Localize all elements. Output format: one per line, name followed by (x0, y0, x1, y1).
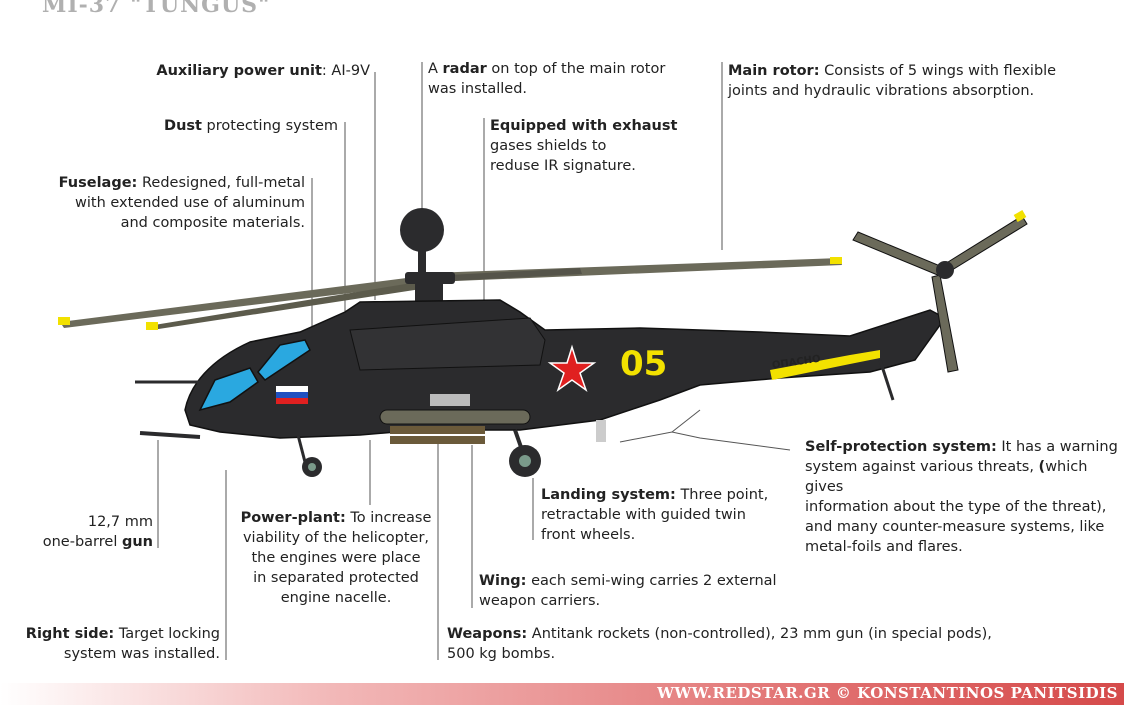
label-exhaust: Equipped with exhaust gases shields to r… (490, 118, 678, 174)
label-landing: Landing system: Three point, retractable… (541, 487, 769, 543)
fuselage (135, 299, 947, 439)
label-dust: Dust protecting system (164, 118, 338, 134)
footer-credit: WWW.REDSTAR.GR © KONSTANTINOS PANITSIDIS (657, 684, 1118, 702)
label-apu: Auxiliary power unit: AI-9V (156, 63, 370, 79)
label-main-rotor: Main rotor: Consists of 5 wings with fle… (728, 63, 1057, 99)
label-powerplant: Power-plant: To increase viability of th… (240, 510, 432, 606)
tail-rotor (852, 210, 1028, 373)
landing-gear (296, 359, 895, 477)
label-weapons: Weapons: Antitank rockets (non-controlle… (447, 626, 992, 662)
page-title: MI-37 "TUNGUS" (42, 0, 271, 18)
label-self-protection: Self-protection system: It has a warning… (805, 439, 1118, 555)
wing-and-weapons (379, 394, 531, 444)
label-wing: Wing: each semi-wing carries 2 external … (479, 573, 777, 609)
radar-dome (400, 208, 444, 274)
tail-number: 05 (620, 344, 668, 384)
label-right-side: Right side: Target locking system was in… (25, 626, 220, 662)
label-radar: A radar on top of the main rotor was ins… (428, 61, 666, 97)
main-rotor (58, 257, 842, 330)
label-fuselage: Fuselage: Redesigned, full-metal with ex… (58, 175, 305, 231)
footer-credit-bar: WWW.REDSTAR.GR © KONSTANTINOS PANITSIDIS (0, 683, 1124, 705)
label-gun: 12,7 mm one-barrel gun (42, 514, 153, 550)
leader-lines (157, 62, 791, 660)
